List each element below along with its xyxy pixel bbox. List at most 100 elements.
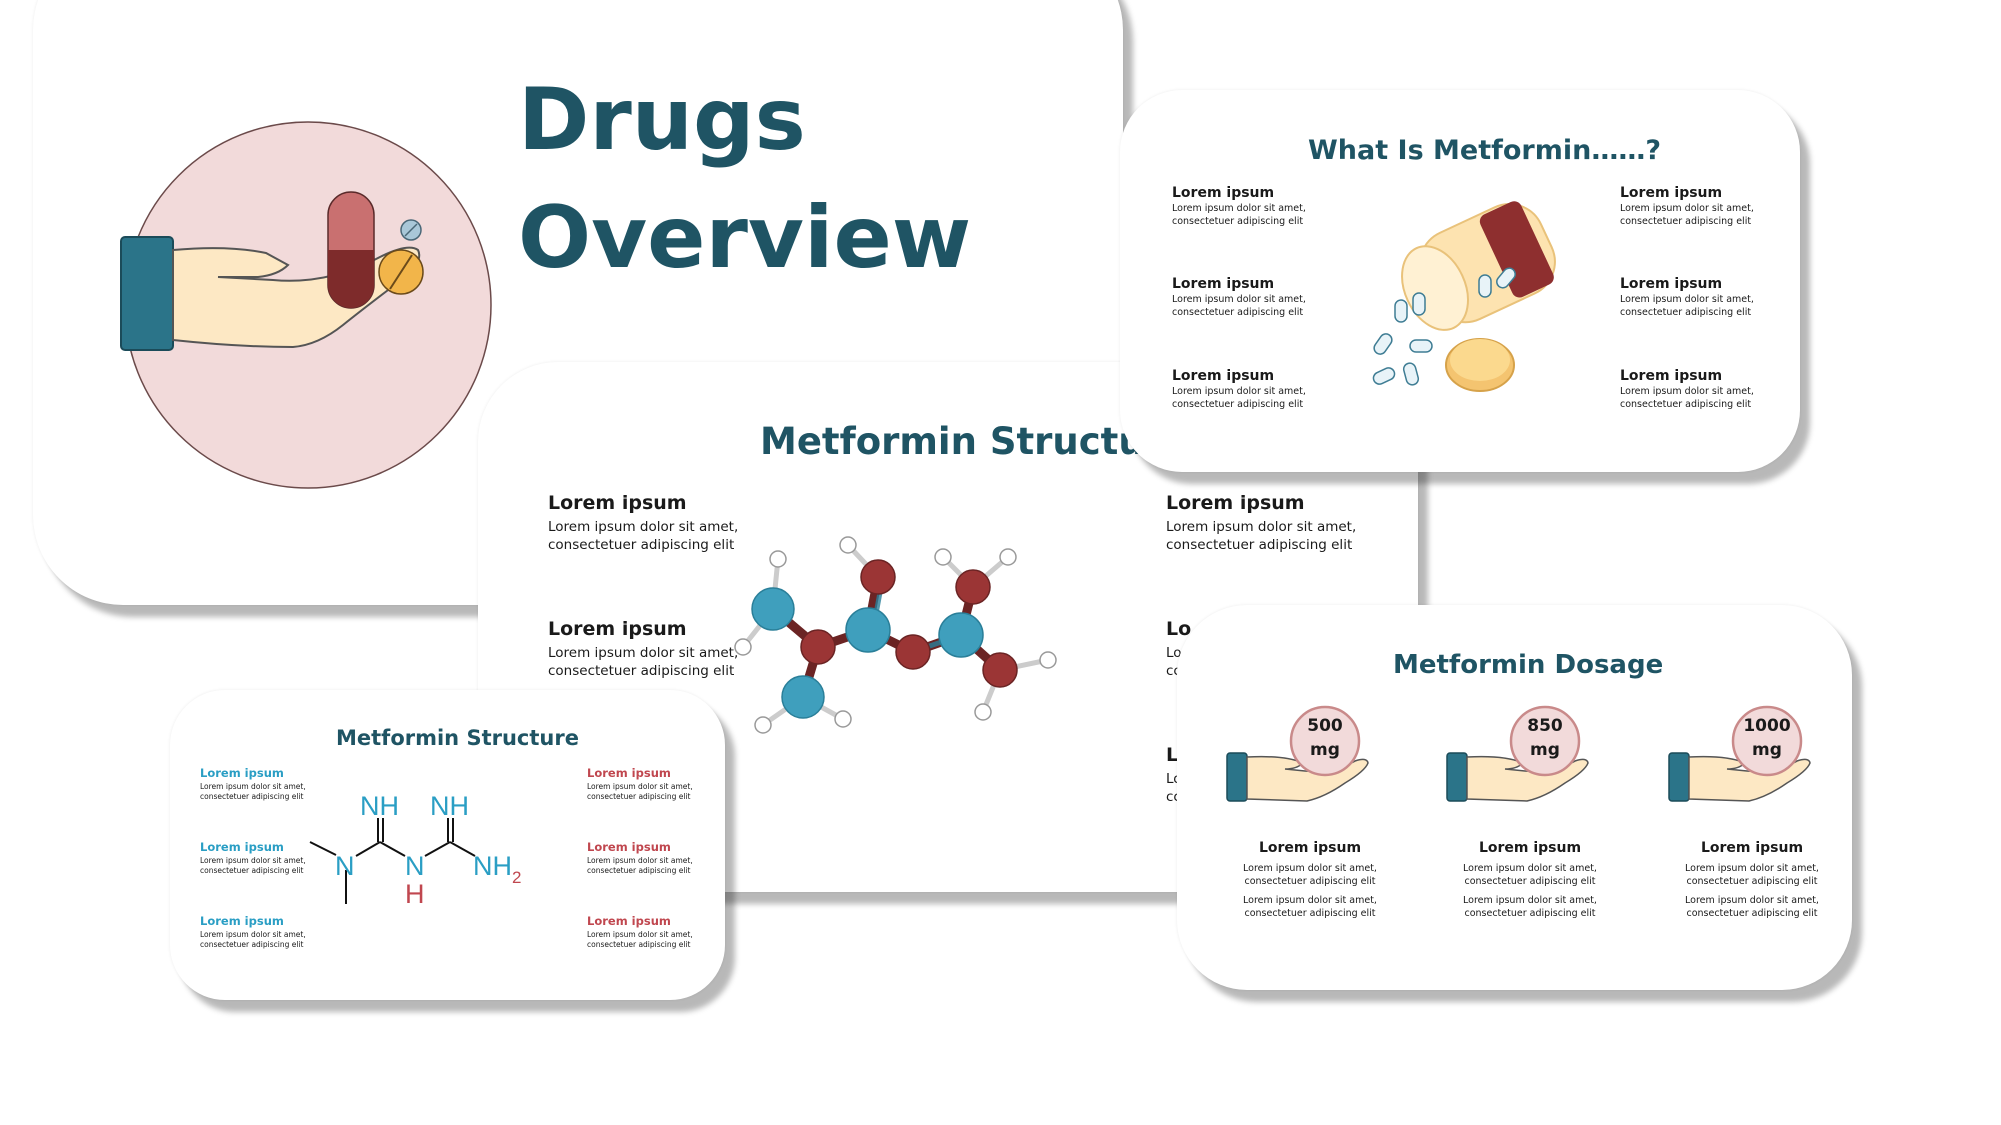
small-right-block-2: Lorem ipsum Lorem ipsum dolor sit amet, …	[587, 840, 693, 876]
small-right-block-3: Lorem ipsum Lorem ipsum dolor sit amet, …	[587, 914, 693, 950]
block-heading: Lorem ipsum	[200, 914, 284, 928]
dose-text-1: Lorem ipsum dolor sit amet, consectetuer…	[1243, 863, 1377, 887]
what-is-metformin-slide[interactable]: What Is Metformin……? Lorem ipsum Lorem i…	[1120, 90, 1800, 472]
capsule-icon	[327, 191, 375, 309]
block-text: Lorem ipsum dolor sit amet, consectetuer…	[1620, 386, 1754, 410]
formula-nh-2: NH	[430, 791, 469, 821]
block-heading: Lorem ipsum	[1166, 492, 1305, 514]
metformin-dosage-slide[interactable]: Metformin Dosage 500 mg Lorem ipsum Lore…	[1177, 605, 1852, 990]
dose-heading: Lorem ipsum	[1258, 840, 1362, 856]
carbon-atom	[751, 587, 795, 631]
structure-block-3: Lorem ipsum Lorem ipsum dolor sit amet, …	[1166, 492, 1356, 554]
small-left-block-3: Lorem ipsum Lorem ipsum dolor sit amet, …	[200, 914, 306, 950]
block-text: Lorem ipsum dolor sit amet, consectetuer…	[1620, 203, 1754, 227]
dose-heading: Lorem ipsum	[1700, 840, 1804, 856]
formula-nh2: NH	[473, 851, 512, 881]
dosage-title: Metformin Dosage	[1393, 650, 1664, 680]
carbon-atom	[938, 612, 984, 658]
hand-pill-illustration	[120, 121, 492, 489]
nitrogen-atom	[955, 569, 991, 605]
hydrogen-atom	[934, 548, 952, 566]
hand-with-pill-icon	[1668, 705, 1811, 802]
block-text: Lorem ipsum dolor sit amet, consectetuer…	[587, 856, 693, 876]
block-text: Lorem ipsum dolor sit amet, consectetuer…	[548, 519, 739, 554]
ball-stick-molecule	[734, 536, 1057, 734]
skeletal-formula: NH NH N N H NH 2	[309, 791, 521, 909]
block-heading: Lorem ipsum	[548, 618, 687, 640]
dose-text-1: Lorem ipsum dolor sit amet, consectetuer…	[1463, 863, 1597, 887]
block-heading: Lorem ipsum	[1172, 276, 1275, 292]
nitrogen-atom	[800, 629, 836, 665]
dose-value: 500	[1307, 716, 1343, 736]
block-text: Lorem ipsum dolor sit amet, consectetuer…	[548, 645, 739, 680]
structure-small-title: Metformin Structure	[336, 726, 579, 750]
nitrogen-atom	[860, 559, 896, 595]
formula-nh2-sub: 2	[512, 868, 521, 887]
hydrogen-atom	[754, 716, 772, 734]
hydrogen-atom	[734, 638, 752, 656]
dose-unit: mg	[1310, 740, 1340, 760]
formula-nh-1: NH	[360, 791, 399, 821]
small-left-block-1: Lorem ipsum Lorem ipsum dolor sit amet, …	[200, 766, 306, 802]
hydrogen-atom	[974, 703, 992, 721]
dose-text-1: Lorem ipsum dolor sit amet, consectetuer…	[1685, 863, 1819, 887]
block-heading: Lorem ipsum	[587, 914, 671, 928]
structure-block-4: Lo Lo cc	[1166, 618, 1191, 680]
dose-value: 1000	[1743, 716, 1791, 736]
formula-n-mid: N	[405, 851, 425, 881]
block-heading: Lo	[1166, 618, 1192, 640]
block-heading: Lorem ipsum	[1620, 276, 1723, 292]
cuff-shape	[120, 236, 174, 351]
block-heading: Lorem ipsum	[587, 766, 671, 780]
block-text: Lorem ipsum dolor sit amet, consectetuer…	[1620, 294, 1754, 318]
dose-unit: mg	[1530, 740, 1560, 760]
hand-with-pill-icon	[1446, 705, 1589, 802]
block-heading: Lorem ipsum	[200, 766, 284, 780]
what-is-block-6: Lorem ipsum Lorem ipsum dolor sit amet, …	[1620, 368, 1754, 412]
cover-title-line1: Drugs	[518, 70, 806, 170]
block-heading: Lorem ipsum	[587, 840, 671, 854]
dose-heading: Lorem ipsum	[1478, 840, 1582, 856]
tablet-icon	[378, 249, 424, 295]
dose-value: 850	[1527, 716, 1563, 736]
block-heading: Lorem ipsum	[548, 492, 687, 514]
hydrogen-atom	[769, 550, 787, 568]
structure-slide-title: Metformin Structure	[760, 420, 1189, 463]
dose-unit: mg	[1752, 740, 1782, 760]
tablet-icon	[1445, 338, 1515, 392]
small-pill-icon	[400, 219, 422, 241]
small-right-block-1: Lorem ipsum Lorem ipsum dolor sit amet, …	[587, 766, 693, 802]
structure-block-2: Lorem ipsum Lorem ipsum dolor sit amet, …	[548, 618, 738, 680]
hydrogen-atom	[834, 710, 852, 728]
pill-bottle-illustration	[1372, 201, 1556, 392]
block-heading: Lorem ipsum	[1620, 368, 1723, 384]
dose-text-2: Lorem ipsum dolor sit amet, consectetuer…	[1243, 895, 1377, 919]
block-text: Lorem ipsum dolor sit amet, consectetuer…	[587, 930, 693, 950]
block-text: Lorem ipsum dolor sit amet, consectetuer…	[200, 856, 306, 876]
carbon-atom	[845, 607, 891, 653]
cover-title-line2: Overview	[518, 188, 972, 288]
hydrogen-atom	[839, 536, 857, 554]
block-heading: Lorem ipsum	[200, 840, 284, 854]
hydrogen-atom	[1039, 651, 1057, 669]
block-text: Lorem ipsum dolor sit amet, consectetuer…	[1166, 519, 1357, 554]
block-heading: L	[1166, 744, 1179, 766]
formula-h-mid: H	[405, 879, 425, 909]
metformin-structure-small-slide[interactable]: Metformin Structure Lorem ipsum Lorem ip…	[170, 690, 725, 1000]
what-is-block-3: Lorem ipsum Lorem ipsum dolor sit amet, …	[1172, 368, 1306, 412]
structure-block-1: Lorem ipsum Lorem ipsum dolor sit amet, …	[548, 492, 738, 554]
dose-text-2: Lorem ipsum dolor sit amet, consectetuer…	[1685, 895, 1819, 919]
what-is-title: What Is Metformin……?	[1308, 135, 1662, 166]
block-text: Lorem ipsum dolor sit amet, consectetuer…	[200, 930, 306, 950]
hand-with-pill-icon	[1226, 705, 1369, 802]
block-heading: Lorem ipsum	[1620, 185, 1723, 201]
nitrogen-atom	[982, 652, 1018, 688]
dose-text-2: Lorem ipsum dolor sit amet, consectetuer…	[1463, 895, 1597, 919]
what-is-block-1: Lorem ipsum Lorem ipsum dolor sit amet, …	[1172, 185, 1306, 229]
block-text: Lorem ipsum dolor sit amet, consectetuer…	[200, 782, 306, 802]
nitrogen-atom	[895, 634, 931, 670]
block-text: Lorem ipsum dolor sit amet, consectetuer…	[1172, 203, 1306, 227]
what-is-block-4: Lorem ipsum Lorem ipsum dolor sit amet, …	[1620, 185, 1754, 229]
block-text: Lorem ipsum dolor sit amet, consectetuer…	[1172, 294, 1306, 318]
what-is-block-5: Lorem ipsum Lorem ipsum dolor sit amet, …	[1620, 276, 1754, 320]
